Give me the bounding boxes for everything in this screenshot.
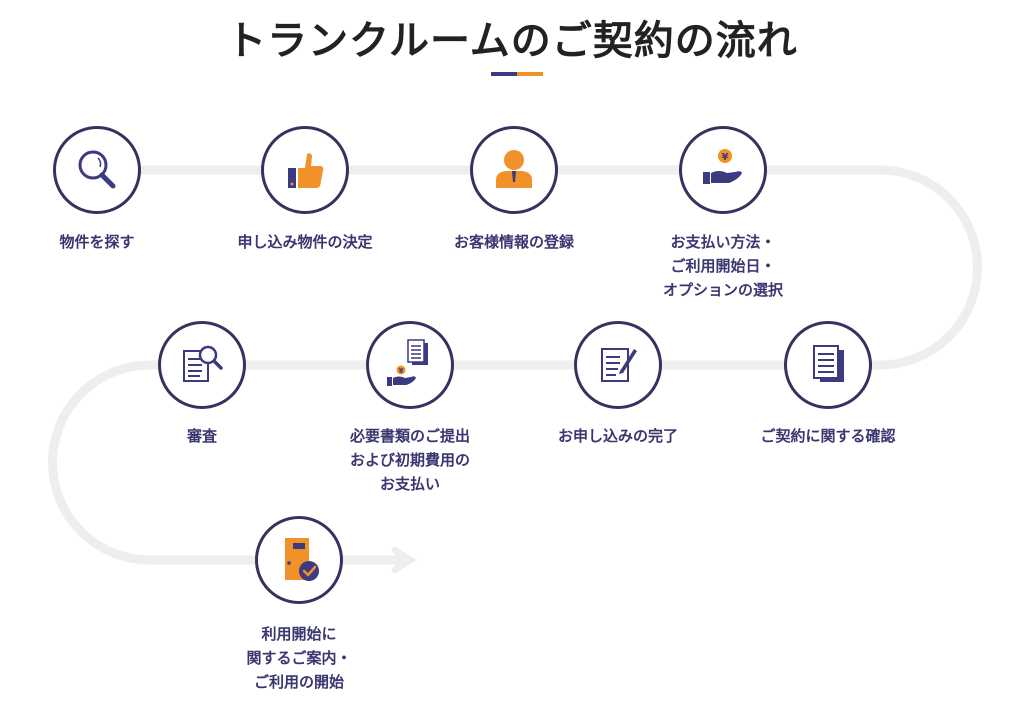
step-9-label: 利用開始に 関するご案内・ ご利用の開始: [246, 625, 352, 691]
step-3-register: [470, 126, 558, 214]
step-1-label: 物件を探す: [59, 233, 135, 251]
door-check-icon: [285, 538, 319, 581]
document-search-icon: [183, 345, 223, 382]
step-2-label: 申し込み物件の決定: [237, 233, 373, 251]
step-7-documents-payment: ¥: [366, 321, 454, 409]
person-icon: [496, 150, 532, 188]
step-2-decide: [261, 126, 349, 214]
step-6-complete: [574, 321, 662, 409]
yen-hand-icon: ¥: [703, 149, 742, 184]
step-3-label: お客様情報の登録: [453, 233, 574, 251]
step-6-label: お申し込みの完了: [557, 427, 678, 445]
step-5-label: ご契約に関する確認: [760, 427, 896, 445]
step-5-confirm: [784, 321, 872, 409]
step-8-label: 審査: [186, 427, 217, 445]
svg-text:¥: ¥: [722, 152, 729, 163]
step-4-label: お支払い方法・ ご利用開始日・ オプションの選択: [662, 233, 783, 299]
step-4-payment: ¥: [679, 126, 767, 214]
document-yen-hand-icon: ¥: [387, 339, 428, 386]
svg-text:¥: ¥: [399, 367, 404, 375]
magnifier-icon: [78, 150, 116, 189]
documents-icon: [813, 345, 844, 382]
step-1-search: [53, 126, 141, 214]
step-8-review: [158, 321, 246, 409]
step-7-label: 必要書類のご提出 および初期費用の お支払い: [349, 427, 470, 493]
title-underline: [491, 72, 543, 76]
step-9-start-use: [255, 516, 343, 604]
page-title: トランクルームのご契約の流れ: [226, 18, 798, 64]
thumbs-up-icon: [288, 153, 324, 188]
document-pen-icon: [601, 348, 637, 382]
